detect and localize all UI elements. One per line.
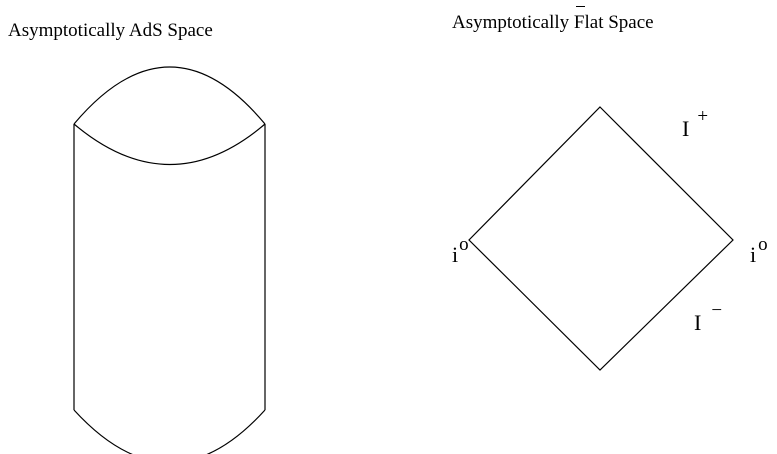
flat-title-prefix: Asymptotically (452, 12, 574, 33)
penrose-diamond (468, 106, 734, 371)
flat-title: Asymptotically Flat Space (452, 12, 654, 34)
cylinder-bottom-front-arc (73, 409, 266, 454)
cylinder-top-back-arc (73, 66, 266, 125)
label-base: I (682, 116, 690, 141)
flat-title-suffix: lat Space (584, 12, 654, 33)
label-superscript: o (758, 234, 768, 255)
label-superscript: − (711, 300, 723, 321)
future-null-infinity-label: I+ (682, 107, 708, 141)
flat-title-marked-letter: F (573, 12, 585, 33)
label-base: I (694, 310, 702, 335)
spatial-infinity-left-label: io (452, 235, 469, 267)
label-superscript: + (697, 106, 709, 127)
label-base: i (750, 242, 757, 267)
label-superscript: o (459, 234, 469, 255)
past-null-infinity-label: I− (694, 301, 722, 335)
ads-title: Asymptotically AdS Space (8, 20, 213, 41)
cylinder-top-front-arc (73, 123, 266, 166)
label-base: i (452, 242, 459, 267)
